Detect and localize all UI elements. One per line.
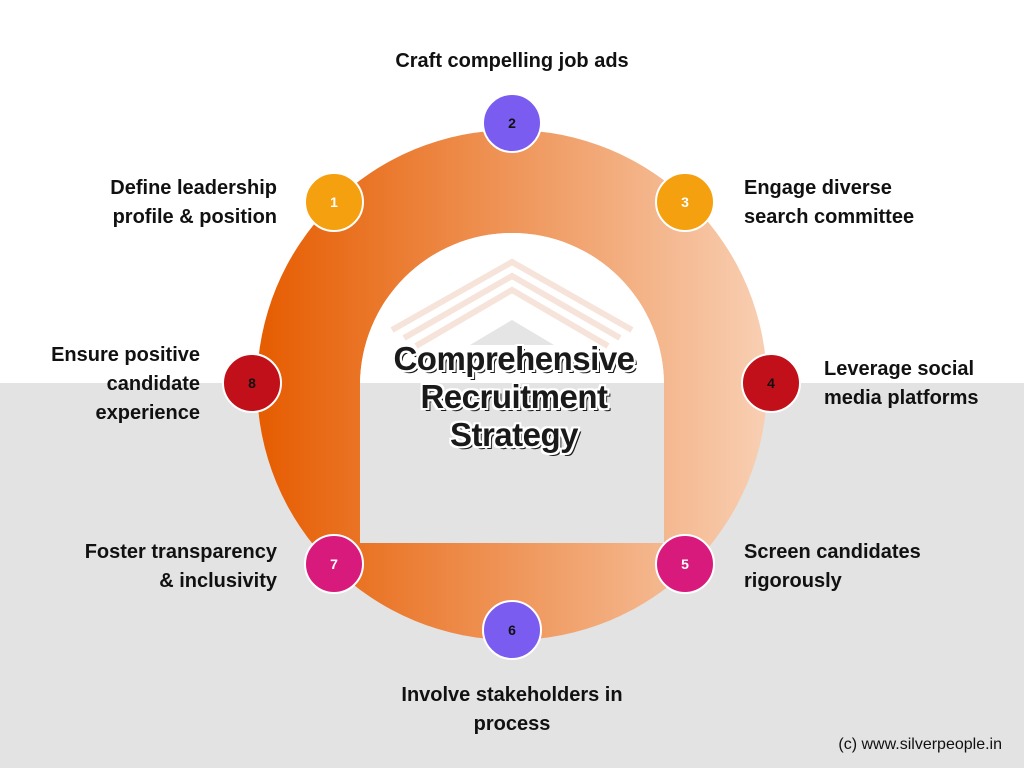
step-label-3: Engage diverse search committee [744,174,914,232]
step-5-line-2: rigorously [744,570,842,592]
step-number-7: 7 [330,556,338,572]
step-8-line-2: candidate [106,373,200,395]
step-number-6: 6 [508,622,516,638]
step-node-5: 5 [655,534,715,594]
center-lower-band [360,383,664,543]
step-number-4: 4 [767,375,775,391]
step-4-line-2: media platforms [824,387,979,409]
step-node-6: 6 [482,600,542,660]
step-label-1: Define leadership profile & position [110,174,277,232]
step-number-1: 1 [330,194,338,210]
step-1-line-1: Define leadership [110,177,277,199]
step-label-8: Ensure positive candidate experience [51,341,200,428]
step-label-6: Involve stakeholders in process [312,681,712,739]
step-node-7: 7 [304,534,364,594]
step-label-2: Craft compelling job ads [312,47,712,76]
step-label-5: Screen candidates rigorously [744,538,921,596]
step-4-line-1: Leverage social [824,358,975,380]
step-3-line-1: Engage diverse [744,177,892,199]
step-1-line-2: profile & position [112,206,277,228]
step-node-4: 4 [741,353,801,413]
step-number-2: 2 [508,115,516,131]
step-8-line-3: experience [95,402,200,424]
step-label-4: Leverage social media platforms [824,355,978,413]
step-3-line-2: search committee [744,206,915,228]
diagram-title: Comprehensive Recruitment Strategy [364,340,664,454]
step-8-line-1: Ensure positive [51,344,200,366]
step-number-3: 3 [681,194,689,210]
step-5-line-1: Screen candidates [744,541,921,563]
step-node-2: 2 [482,93,542,153]
step-number-8: 8 [248,375,256,391]
step-number-5: 5 [681,556,689,572]
step-6-line-2: process [473,713,551,735]
step-6-line-1: Involve stakeholders in [401,684,623,706]
copyright-text: (c) www.silverpeople.in [838,736,1002,753]
watermark-logo-shape [470,320,554,345]
title-line-2: Recruitment [420,378,608,415]
step-7-line-2: & inclusivity [159,570,277,592]
watermark-logo [390,258,634,349]
step-node-8: 8 [222,353,282,413]
step-node-3: 3 [655,172,715,232]
title-line-1: Comprehensive [393,340,635,377]
step-node-1: 1 [304,172,364,232]
step-7-line-1: Foster transparency [84,541,277,563]
step-label-7: Foster transparency & inclusivity [85,538,277,596]
step-2-line-1: Craft compelling job ads [395,50,629,72]
title-line-3: Strategy [449,416,579,453]
